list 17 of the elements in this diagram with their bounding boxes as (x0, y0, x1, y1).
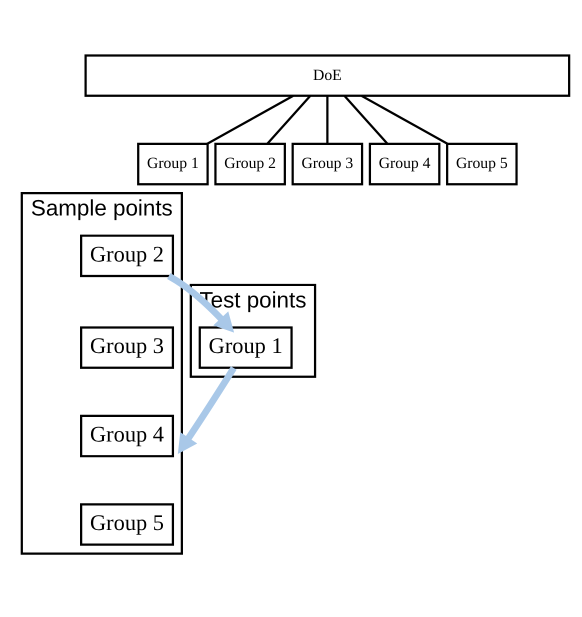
node-box: Group 2 (214, 142, 286, 185)
node-box: Group 3 (292, 142, 364, 185)
connector (326, 95, 328, 144)
connector (266, 94, 312, 144)
connector (344, 94, 388, 144)
connector (361, 94, 448, 144)
node-box: Group 4 (368, 142, 440, 185)
node-box: Group 1 (198, 326, 293, 368)
arrow (178, 366, 237, 454)
node-box: Group 1 (137, 142, 209, 185)
node-box: DoE (84, 54, 570, 96)
node-box: Group 5 (80, 502, 174, 546)
node-box: Group 4 (80, 414, 174, 457)
node-box: Group 3 (80, 326, 174, 368)
node-box: Group 2 (80, 234, 174, 277)
connector (206, 94, 294, 144)
node-box: Group 5 (446, 142, 518, 185)
